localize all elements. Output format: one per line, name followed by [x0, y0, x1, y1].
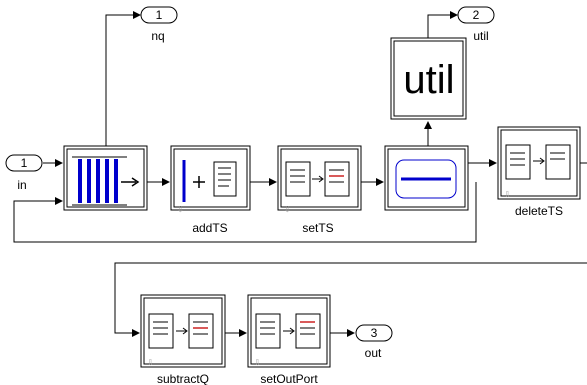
subtractq-label: subtractQ: [157, 372, 209, 385]
setts-label: setTS: [302, 221, 333, 235]
deletets-label: deleteTS: [515, 204, 563, 218]
inport-in-number: 1: [21, 156, 28, 170]
svg-text:⇩: ⇩: [147, 358, 154, 367]
outport-nq-label: nq: [151, 29, 164, 43]
svg-text:⇩: ⇩: [504, 190, 511, 199]
line-queue-to-nq: [105, 11, 141, 146]
inport-in-label: in: [17, 178, 26, 192]
svg-text:⇩: ⇩: [284, 205, 291, 214]
server-block[interactable]: [384, 145, 469, 211]
setoutport-label: setOutPort: [260, 372, 318, 385]
svg-text:⇩: ⇩: [177, 205, 184, 214]
outport-util-label: util: [473, 29, 488, 43]
svg-text:⇩: ⇩: [254, 358, 261, 367]
util-block-label: util: [403, 58, 454, 102]
outport-nq-number: 1: [156, 8, 163, 22]
addts-label: addTS: [192, 221, 227, 235]
deletets-block[interactable]: ⇩ deleteTS: [497, 126, 581, 218]
outport-out-number: 3: [371, 326, 378, 340]
setts-block[interactable]: ⇩ setTS: [277, 145, 362, 235]
add-attribute-icon: [182, 160, 237, 202]
outport-util[interactable]: 2 util: [457, 6, 495, 43]
outport-util-number: 2: [473, 8, 480, 22]
addts-block[interactable]: ⇩ addTS: [170, 145, 251, 235]
queue-block[interactable]: [63, 145, 148, 211]
outport-nq[interactable]: 1 nq: [140, 6, 178, 43]
signal-lines: [13, 11, 587, 337]
set-outport-attribute-icon: [255, 313, 321, 349]
server-icon: [395, 159, 457, 199]
subtractq-block[interactable]: ⇩ subtractQ: [140, 294, 226, 385]
set-attribute-icon: [285, 161, 350, 197]
util-block[interactable]: util: [390, 37, 467, 120]
delete-attribute-icon: [505, 144, 571, 180]
line-row2-entry: [114, 262, 587, 337]
outport-out-label: out: [365, 346, 382, 360]
outport-out[interactable]: 3 out: [355, 324, 393, 360]
line-util-to-utilport: [427, 11, 458, 38]
queue-icon: [72, 156, 140, 206]
inport-in[interactable]: 1 in: [5, 154, 43, 192]
line-feedback-to-queue: [13, 182, 477, 243]
subtract-attribute-icon: [148, 313, 214, 349]
setoutport-block[interactable]: ⇩ setOutPort: [247, 294, 331, 385]
